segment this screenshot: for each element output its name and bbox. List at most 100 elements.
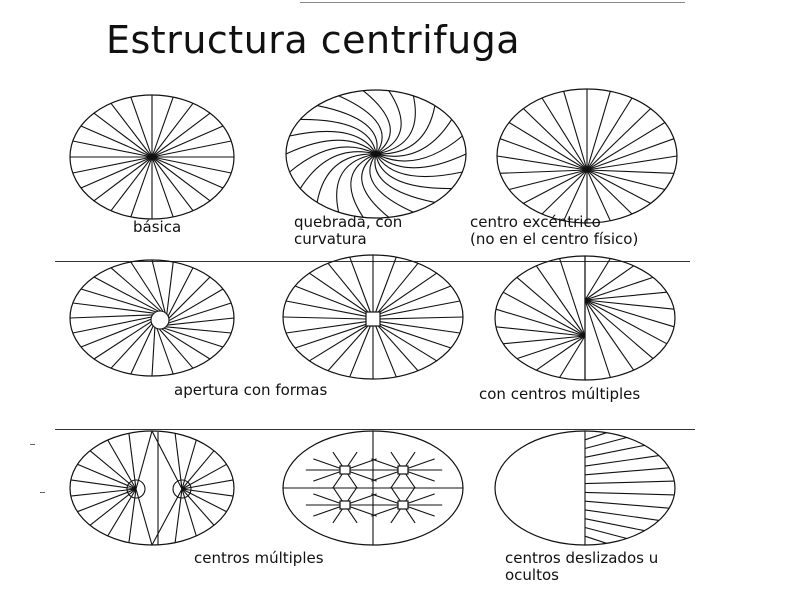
- diagram-spoke: [586, 155, 678, 171]
- diagram-spoke: [584, 276, 654, 301]
- diagram-spoke: [584, 299, 611, 378]
- diagram-opening-square: [397, 465, 409, 475]
- diagram-spoke: [93, 321, 152, 360]
- diagram-spoke: [309, 272, 367, 313]
- diagram-con-centros-multiples: [494, 255, 676, 381]
- diagram-opening-square: [397, 500, 409, 510]
- diagram-spoke: [584, 518, 645, 532]
- diagram-spoke: [563, 91, 588, 171]
- diagram-spoke: [586, 169, 651, 204]
- diagram-spoke: [584, 265, 635, 301]
- diagram-spoke: [69, 314, 153, 319]
- diagram-spoke: [72, 302, 155, 314]
- diagram-spoke: [496, 155, 588, 171]
- diagram-spoke: [559, 258, 586, 337]
- diagram-spoke: [379, 325, 437, 362]
- diagram-spoke: [377, 262, 419, 313]
- diagram-opening-square: [339, 465, 351, 475]
- margin-mark: [40, 492, 45, 493]
- diagram-centros-deslizados: [494, 430, 676, 546]
- diagram-spoke: [151, 102, 194, 158]
- diagram-curved-spoke: [362, 90, 391, 155]
- diagram-spoke: [80, 288, 157, 313]
- diagram-spoke: [541, 169, 588, 215]
- diagram-spoke: [130, 261, 164, 312]
- diagram-spoke: [151, 430, 183, 490]
- caption-excentrico-line2: (no en el centro físico): [470, 230, 639, 248]
- margin-mark: [30, 444, 35, 445]
- diagram-spoke: [535, 335, 586, 371]
- diagram-centro-excentrico: [496, 88, 678, 224]
- diagram-spoke: [72, 156, 153, 174]
- diagram-spoke: [584, 299, 675, 328]
- diagram-quebrada-curvatura: [285, 89, 467, 219]
- diagram-curved-spoke: [361, 153, 390, 218]
- diagram-spoke: [584, 467, 670, 476]
- diagram-spoke: [151, 140, 232, 158]
- row-divider-2: [55, 429, 695, 430]
- diagram-spoke: [151, 156, 224, 189]
- diagram-spoke: [586, 97, 633, 171]
- caption-basica: básica: [133, 218, 182, 236]
- diagram-spoke: [379, 272, 437, 313]
- diagram-spoke: [70, 488, 137, 497]
- diagram-spoke: [327, 262, 369, 313]
- diagram-spoke: [584, 444, 645, 458]
- diagram-spoke: [502, 291, 586, 337]
- diagram-spoke: [586, 91, 611, 171]
- diagram-spoke: [151, 112, 211, 158]
- diagram-spoke: [135, 488, 153, 546]
- diagram-outline: [69, 430, 235, 546]
- diagram-spoke: [181, 488, 197, 537]
- slide-title: Estructura centrifuga: [106, 18, 521, 62]
- diagram-spoke: [161, 328, 211, 360]
- diagram-spoke: [495, 308, 586, 337]
- diagram-spoke: [282, 316, 367, 320]
- diagram-spoke: [89, 488, 137, 526]
- diagram-curved-spoke: [316, 153, 377, 203]
- diagram-spoke: [110, 102, 153, 158]
- diagram-curved-spoke: [369, 153, 414, 213]
- diagram-spoke: [586, 138, 675, 171]
- diagram-spoke: [77, 463, 137, 490]
- diagram-curved-spoke: [299, 151, 377, 189]
- diagram-spoke: [93, 112, 153, 158]
- diagram-spoke: [499, 138, 588, 171]
- diagram-spoke: [523, 108, 588, 171]
- diagram-curved-spoke: [375, 90, 402, 155]
- diagram-spoke: [72, 316, 152, 334]
- diagram-spoke: [563, 169, 588, 221]
- diagram-spoke: [151, 156, 232, 174]
- diagram-spoke: [586, 169, 633, 215]
- diagram-spoke: [168, 276, 211, 319]
- diagram-spoke: [181, 450, 215, 490]
- diagram-curved-spoke: [338, 95, 383, 155]
- diagram-apertura-cuadrado: [282, 254, 464, 380]
- diagram-spoke: [584, 258, 611, 301]
- diagram-spoke: [151, 488, 183, 546]
- diagram-spoke: [77, 488, 137, 513]
- diagram-spoke: [93, 156, 153, 202]
- diagram-spoke: [500, 169, 588, 174]
- diagram-spoke: [167, 317, 235, 326]
- diagram-spoke: [584, 455, 660, 467]
- diagram-curved-spoke: [375, 119, 453, 157]
- diagram-spoke: [508, 122, 588, 171]
- caption-deslizados-line1: centros deslizados u: [505, 549, 659, 567]
- diagram-spoke: [379, 316, 464, 320]
- diagram-spoke: [167, 267, 194, 317]
- diagram-spoke: [586, 169, 611, 221]
- diagram-spoke: [158, 328, 194, 369]
- diagram-spoke: [495, 326, 586, 337]
- diagram-spoke: [584, 299, 635, 371]
- diagram-spoke: [375, 256, 397, 313]
- diagram-spoke: [130, 156, 153, 218]
- caption-deslizados-line2: ocultos: [505, 566, 559, 584]
- caption-quebrada-line2: curvatura: [294, 230, 367, 248]
- diagram-spoke: [110, 323, 153, 369]
- diagram-spoke: [80, 125, 153, 158]
- diagram-spoke: [586, 122, 666, 171]
- diagram-opening-circle: [150, 310, 170, 330]
- diagram-centros-multiples-dos: [69, 430, 235, 546]
